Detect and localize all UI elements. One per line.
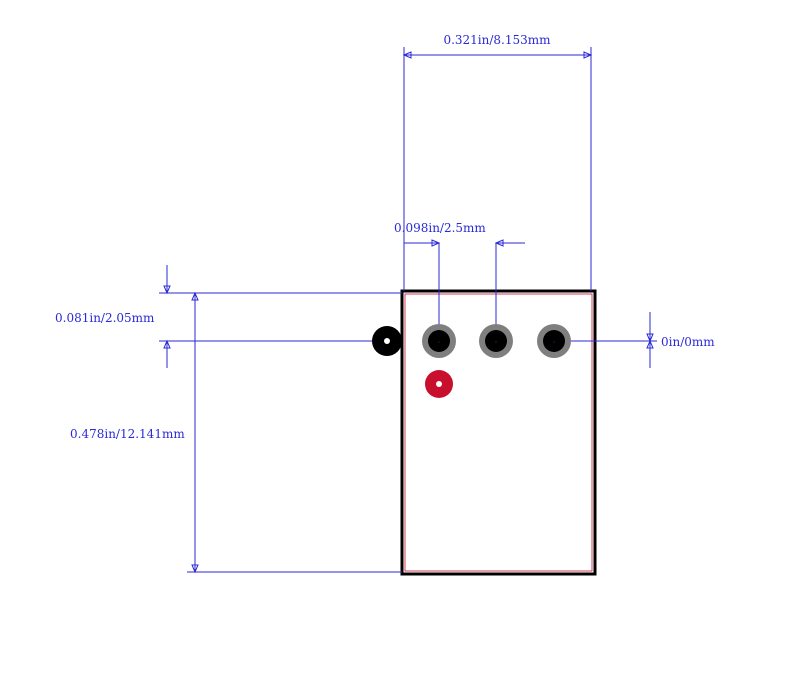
overall-width-dimension: 0.321in/8.153mm xyxy=(402,33,593,291)
pad-1-label: 1 xyxy=(438,340,440,344)
pin-pitch-dimension: 0.098in/2.5mm xyxy=(394,221,525,341)
pad-3: 3 xyxy=(537,324,571,358)
pin-offset-dimension: 0.081in/2.05mm xyxy=(55,265,402,368)
overall-width-label: 0.321in/8.153mm xyxy=(443,33,551,47)
component-outline xyxy=(400,289,597,576)
body-height-label: 0.478in/12.141mm xyxy=(70,427,185,441)
body-height-dimension: 0.478in/12.141mm xyxy=(70,291,402,574)
pad-2: 2 xyxy=(479,324,513,358)
pad-1: 1 xyxy=(422,324,456,358)
pin-row-offset-label: 0in/0mm xyxy=(661,335,715,349)
mounting-hole xyxy=(425,370,453,398)
pin-pitch-label: 0.098in/2.5mm xyxy=(394,221,486,235)
courtyard-outline xyxy=(404,293,593,572)
pin-row-offset-dimension: 0in/0mm xyxy=(555,312,715,368)
pin-offset-label: 0.081in/2.05mm xyxy=(55,311,155,325)
pad-3-label: 3 xyxy=(553,340,555,344)
origin-marker xyxy=(372,326,402,356)
pad-2-label: 2 xyxy=(495,340,497,344)
